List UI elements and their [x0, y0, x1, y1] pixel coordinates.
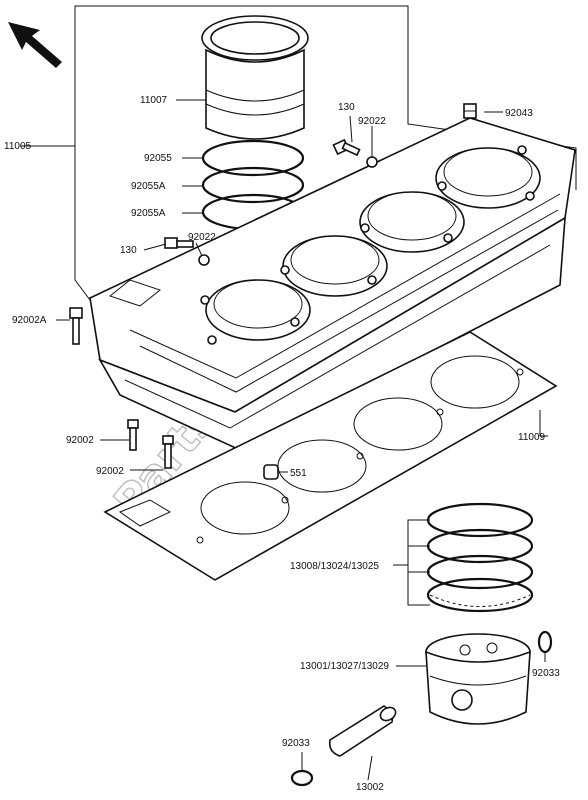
front-arrow-icon — [8, 22, 62, 68]
head-gasket — [103, 331, 558, 581]
bolt-92002a — [69, 307, 83, 345]
callout-11007: 11007 — [140, 95, 168, 106]
callout-130-upper: 130 — [338, 102, 355, 113]
cylinder-sleeve — [201, 15, 309, 140]
bolt-130-lower — [164, 237, 210, 266]
callout-92022-upper: 92022 — [358, 116, 386, 127]
callout-11005: 11005 — [4, 141, 32, 152]
callout-92002-lower: 92002 — [96, 466, 124, 477]
callout-92043: 92043 — [505, 108, 533, 119]
circlip-left — [290, 769, 314, 787]
piston-pin — [328, 705, 397, 757]
callout-551: 551 — [290, 468, 307, 479]
piston-ring-92055a-upper — [201, 166, 305, 204]
callout-13002: 13002 — [356, 782, 384, 793]
leader-lines — [20, 99, 548, 781]
callout-92055a-lower: 92055A — [131, 208, 166, 219]
callout-92002-upper: 92002 — [66, 435, 94, 446]
callout-92055a-upper: 92055A — [131, 181, 166, 192]
callout-92002a: 92002A — [12, 315, 47, 326]
dowel-pin — [263, 464, 279, 480]
bolt-92002-upper — [127, 419, 139, 451]
piston-ring-92055 — [201, 139, 305, 177]
plug-92043 — [463, 103, 477, 119]
bolt-130-upper — [332, 138, 378, 168]
callout-13008: 13008/13024/13025 — [290, 561, 379, 572]
callout-92033-right: 92033 — [532, 668, 560, 679]
callout-92022-lower: 92022 — [188, 232, 216, 243]
callout-92055: 92055 — [144, 153, 172, 164]
callout-130-lower: 130 — [120, 245, 137, 256]
circlip-right — [537, 630, 553, 654]
bolt-92002-lower — [162, 435, 174, 469]
piston — [425, 633, 531, 725]
cylinder-block — [89, 117, 576, 451]
callout-92033-left: 92033 — [282, 738, 310, 749]
callout-11009: 11009 — [518, 432, 546, 443]
piston-ring-set — [426, 502, 534, 613]
cylinder-group-bracket — [74, 140, 91, 301]
callout-13001: 13001/13027/13029 — [300, 661, 389, 672]
